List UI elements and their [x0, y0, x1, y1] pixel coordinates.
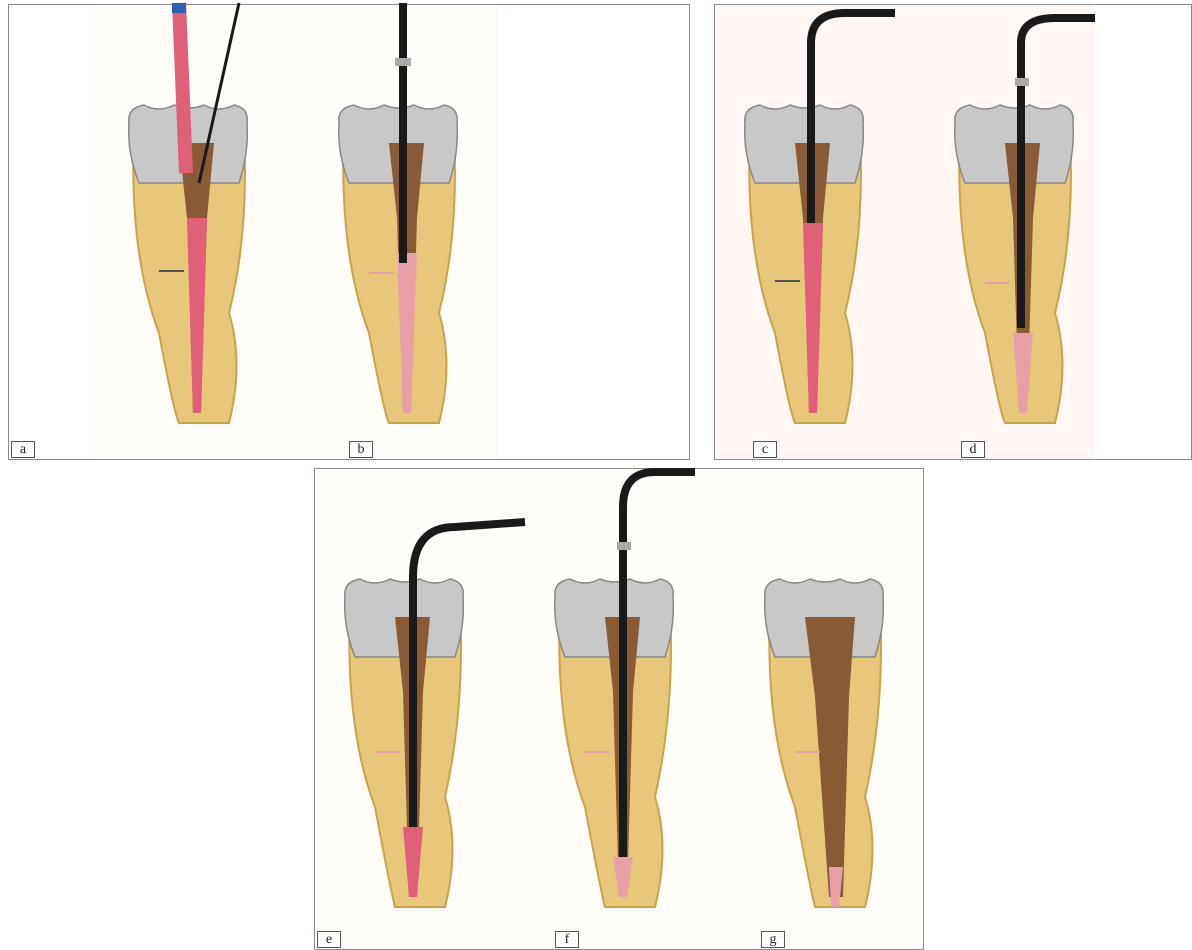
panel-label-a: a	[11, 441, 35, 458]
panel-label-d: d	[961, 441, 985, 458]
tooth-cd-illustration	[715, 5, 1191, 459]
tooth-d	[955, 18, 1095, 423]
tooth-f	[555, 472, 695, 907]
tooth-efg-illustration	[315, 469, 923, 949]
tooth-g	[765, 579, 884, 907]
panel-label-e: e	[317, 931, 341, 948]
panel-group-ab: a b	[8, 4, 690, 460]
tooth-b	[339, 3, 458, 423]
panel-label-b: b	[349, 441, 373, 458]
tooth-c	[745, 13, 895, 423]
panel-group-efg: e f g	[314, 468, 924, 950]
tooth-a	[129, 3, 248, 423]
tooth-a-illustration	[9, 5, 689, 459]
tooth-e	[345, 522, 525, 907]
panel-label-g: g	[761, 931, 785, 948]
panel-label-f: f	[555, 931, 579, 948]
panel-label-c: c	[753, 441, 777, 458]
panel-group-cd: c d	[714, 4, 1192, 460]
